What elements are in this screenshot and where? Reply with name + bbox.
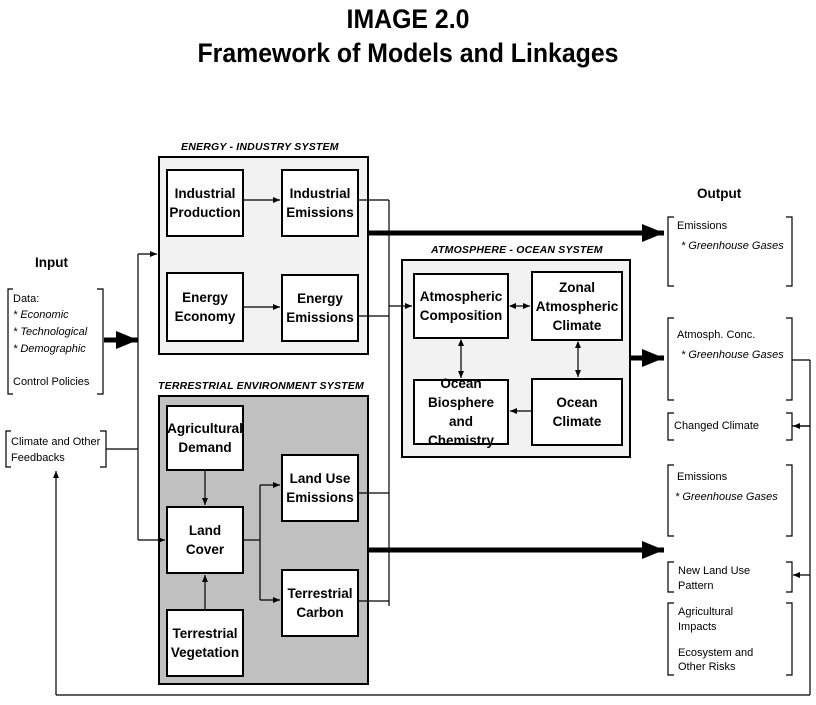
input-demographic: * Demographic	[13, 343, 86, 355]
agricultural-demand-box: Agricultural Demand	[166, 405, 244, 471]
input-feedbacks-line2: Feedbacks	[11, 452, 65, 464]
output-agri-impacts-2: Impacts	[678, 621, 717, 633]
zonal-atmospheric-climate-box: Zonal Atmospheric Climate	[531, 271, 623, 341]
output-changed-climate: Changed Climate	[674, 420, 759, 432]
input-bracket-left	[7, 288, 13, 395]
output-new-land-use-1: New Land Use	[678, 565, 751, 577]
land-use-emissions-box: Land Use Emissions	[281, 454, 359, 522]
out-bracket-4-right	[786, 464, 793, 537]
ocean-biosphere-box: Ocean Biosphere and Chemistry	[413, 376, 509, 448]
output-emissions-2: Emissions	[677, 471, 728, 483]
energy-economy-box: Energy Economy	[166, 272, 244, 342]
feedback-bracket-right	[100, 430, 107, 468]
out-bracket-4-left	[667, 464, 674, 537]
diagram-title: IMAGE 2.0	[346, 4, 470, 34]
output-ecosystem-2: Other Risks	[678, 661, 736, 673]
land-cover-box: Land Cover	[166, 506, 244, 574]
atmospheric-composition-box: Atmospheric Composition	[413, 273, 509, 339]
out-bracket-1-right	[786, 216, 793, 287]
terrestrial-carbon-box: Terrestrial Carbon	[281, 569, 359, 637]
terrestrial-vegetation-box: Terrestrial Vegetation	[166, 609, 244, 677]
input-bracket-right	[97, 288, 104, 395]
industrial-production-box: Industrial Production	[166, 169, 244, 237]
out-bracket-2-left	[667, 317, 674, 401]
atmosphere-ocean-system-label: ATMOSPHERE - OCEAN SYSTEM	[431, 244, 603, 256]
out-bracket-1-left	[667, 216, 674, 287]
input-technological: * Technological	[13, 326, 88, 338]
input-feedbacks-line1: Climate and Other	[11, 436, 101, 448]
diagram-subtitle: Framework of Models and Linkages	[197, 38, 619, 68]
energy-emissions-box: Energy Emissions	[281, 274, 359, 342]
out-bracket-5-left	[667, 561, 674, 593]
out-bracket-3-right	[786, 412, 793, 441]
out-bracket-5-right	[786, 561, 793, 593]
input-heading: Input	[35, 255, 68, 270]
industrial-emissions-box: Industrial Emissions	[281, 169, 359, 237]
out-bracket-6-left	[667, 602, 674, 676]
output-ghg-3: * Greenhouse Gases	[675, 491, 778, 503]
terrestrial-system-label: TERRESTRIAL ENVIRONMENT SYSTEM	[158, 380, 364, 392]
out-bracket-2-right	[786, 317, 793, 401]
input-data-label: Data:	[13, 293, 40, 305]
output-ecosystem-1: Ecosystem and	[678, 647, 754, 659]
output-emissions-1: Emissions	[677, 220, 728, 232]
output-new-land-use-2: Pattern	[678, 580, 714, 592]
output-heading: Output	[697, 186, 742, 201]
output-ghg-2: * Greenhouse Gases	[681, 349, 784, 361]
energy-industry-system-label: ENERGY - INDUSTRY SYSTEM	[181, 141, 339, 153]
output-atmos-conc: Atmosph. Conc.	[677, 329, 756, 341]
input-economic: * Economic	[13, 309, 69, 321]
out-bracket-3-left	[667, 412, 674, 441]
output-agri-impacts-1: Agricultural	[678, 606, 734, 618]
feedback-bracket-left	[5, 430, 11, 468]
output-ghg-1: * Greenhouse Gases	[681, 240, 784, 252]
input-control-policies: Control Policies	[13, 376, 90, 388]
out-bracket-6-right	[786, 602, 793, 676]
ocean-climate-box: Ocean Climate	[531, 378, 623, 446]
